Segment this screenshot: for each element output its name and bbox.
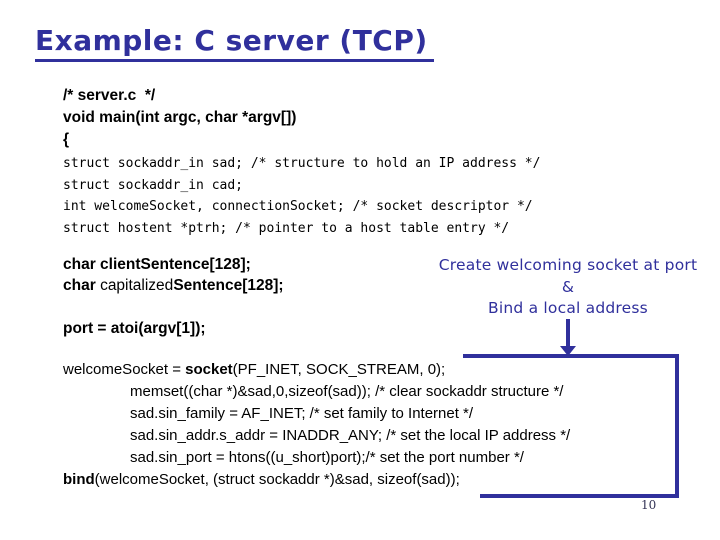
code-segment: welcomeSocket = [63, 361, 186, 378]
code-line: sad.sin_family = AF_INET; /* set family … [130, 405, 474, 422]
code-line: char capitalizedSentence[128]; [63, 275, 284, 296]
code-line: void main(int argc, char *argv[]) [63, 109, 297, 126]
code-keyword-bind: bind [63, 471, 95, 488]
code-segment: char [63, 277, 101, 294]
code-block-struct-decls: struct sockaddr_in sad; /* structure to … [63, 153, 540, 239]
code-line: sad.sin_addr.s_addr = INADDR_ANY; /* set… [130, 427, 571, 444]
code-line-port: port = atoi(argv[1]); [63, 320, 206, 337]
code-line: int welcomeSocket, connectionSocket; /* … [63, 199, 533, 214]
code-line: sad.sin_port = htons((u_short)port);/* s… [130, 449, 524, 466]
code-line: struct sockaddr_in cad; [63, 177, 244, 193]
code-segment: Sentence[128]; [173, 277, 284, 294]
code-line: bind(welcomeSocket, (struct sockaddr *)&… [63, 469, 570, 491]
code-line: struct sockaddr_in sad; /* structure to … [63, 156, 541, 171]
annotation-line: Bind a local address [488, 299, 648, 317]
code-segment: capitalized [100, 277, 174, 294]
slide-title: Example: C server (TCP) [35, 24, 434, 62]
highlight-box-bottom-edge [480, 494, 679, 498]
annotation-line: Create welcoming socket at port [438, 256, 698, 274]
annotation-line: & [561, 277, 575, 296]
code-line: char clientSentence[128]; [63, 256, 251, 273]
code-block-socket-bind: welcomeSocket = socket(PF_INET, SOCK_STR… [63, 359, 570, 491]
code-line: welcomeSocket = socket(PF_INET, SOCK_STR… [63, 359, 570, 381]
code-line: memset((char *)&sad,0,sizeof(sad)); /* c… [130, 383, 564, 400]
page-number: 10 [641, 498, 657, 512]
highlight-box [463, 354, 679, 498]
code-line: struct hostent *ptrh; /* pointer to a ho… [63, 220, 510, 236]
code-line: /* server.c */ [63, 87, 156, 104]
code-block-main-decl: /* server.c */ void main(int argc, char … [63, 85, 296, 151]
code-block-char-decls: char clientSentence[128]; char capitaliz… [63, 254, 284, 296]
down-arrow-shaft [566, 319, 570, 347]
down-arrow-icon [560, 346, 576, 356]
code-keyword-socket: socket [185, 361, 233, 378]
code-segment: (PF_INET, SOCK_STREAM, 0); [232, 361, 446, 378]
annotation-create-bind-socket: Create welcoming socket at port & Bind a… [420, 255, 716, 320]
code-line: { [63, 131, 70, 148]
code-segment: (welcomeSocket, (struct sockaddr *)&sad,… [94, 471, 460, 488]
